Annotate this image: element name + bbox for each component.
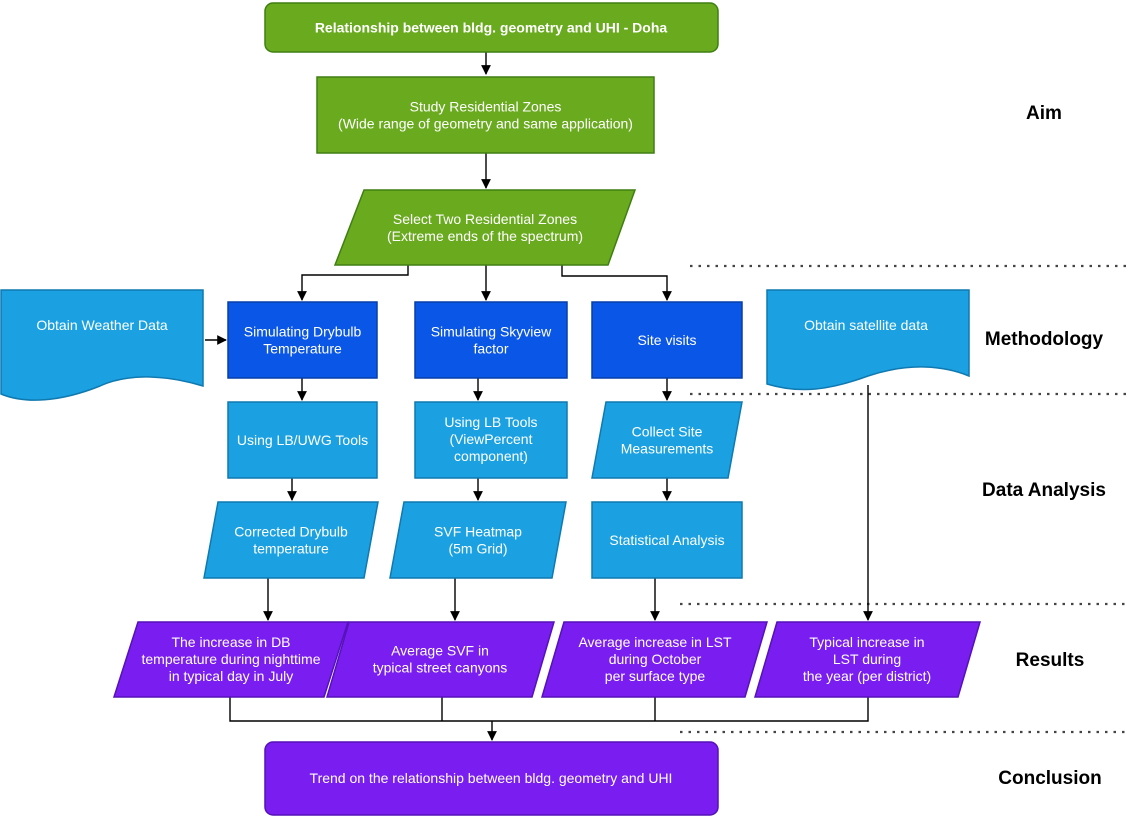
node-text-line: (Wide range of geometry and same applica… — [338, 116, 633, 132]
node-text-line: temperature — [253, 541, 329, 557]
node-text-line: Simulating Drybulb — [244, 324, 362, 340]
node-text-line: Using LB/UWG Tools — [237, 432, 368, 448]
avg-lst-node — [540, 621, 769, 698]
edge-select-to-drybulb — [297, 265, 409, 301]
study-zones-text: Study Residential Zones(Wide range of ge… — [338, 99, 633, 132]
node-text-line: Trend on the relationship between bldg. … — [310, 770, 673, 786]
edge-select-to-site — [561, 265, 672, 301]
statistical-analysis-node — [591, 501, 743, 579]
node-text-line: typical street canyons — [373, 660, 508, 676]
sim-skyview-node — [414, 301, 568, 379]
node-text-line: LST during — [833, 651, 901, 667]
svf-heatmap-text: SVF Heatmap(5m Grid) — [434, 524, 522, 557]
stage-label-methodology: Methodology — [985, 329, 1104, 350]
node-text-line: temperature during nighttime — [142, 651, 321, 667]
select-zones-text: Select Two Residential Zones(Extreme end… — [387, 211, 583, 244]
node-text-line: SVF Heatmap — [434, 524, 522, 540]
node-text-line: Collect Site — [632, 424, 703, 440]
nodes: Relationship between bldg. geometry and … — [0, 2, 982, 816]
edges — [205, 52, 873, 741]
node-text-line: The increase in DB — [171, 634, 290, 650]
node-text-line: Using LB Tools — [444, 414, 537, 430]
node-text-line: Corrected Drybulb — [234, 524, 348, 540]
node-text-line: Measurements — [621, 441, 714, 457]
stage-label-results: Results — [1016, 650, 1085, 671]
node-text-line: Obtain Weather Data — [36, 317, 167, 333]
node-text-line: Select Two Residential Zones — [393, 211, 577, 227]
stage-dividers — [680, 264, 1130, 734]
node-text-line: (5m Grid) — [448, 541, 507, 557]
node-text-line: Site visits — [637, 332, 696, 348]
node-text-line: component) — [454, 448, 528, 464]
lb-tools-node — [414, 401, 568, 479]
select-zones-node — [333, 189, 637, 266]
study-zones-node — [316, 76, 655, 154]
node-text-line: Average SVF in — [391, 643, 489, 659]
node-text-line: factor — [473, 341, 508, 357]
stage-label-data-analysis: Data Analysis — [982, 480, 1106, 501]
stage-label-aim: Aim — [1026, 103, 1062, 124]
db-increase-node — [112, 621, 350, 698]
node-text-line: per surface type — [605, 668, 706, 684]
title-text: Relationship between bldg. geometry and … — [315, 20, 668, 36]
lb-uwg-tools-node — [227, 401, 378, 479]
typical-lst-node — [753, 621, 982, 698]
node-text-line: Average increase in LST — [578, 634, 731, 650]
edge-results-join — [229, 697, 869, 722]
node-text-line: (ViewPercent — [449, 431, 532, 447]
node-text-line: (Extreme ends of the spectrum) — [387, 228, 583, 244]
node-text-line: the year (per district) — [803, 668, 931, 684]
node-text-line: Simulating Skyview — [431, 324, 552, 340]
statistical-analysis-text: Statistical Analysis — [609, 532, 724, 548]
avg-svf-node — [325, 621, 556, 698]
stage-label-conclusion: Conclusion — [998, 768, 1101, 789]
conclusion-node — [264, 741, 719, 816]
corrected-drybulb-node — [203, 501, 379, 579]
conclusion-text: Trend on the relationship between bldg. … — [310, 770, 673, 786]
stage-labels: Aim Methodology Data Analysis Results Co… — [982, 103, 1106, 789]
svf-heatmap-node — [389, 501, 567, 579]
sim-drybulb-node — [227, 301, 378, 379]
weather-data-node — [0, 289, 204, 401]
site-visits-node — [591, 301, 743, 379]
lb-uwg-tools-text: Using LB/UWG Tools — [237, 432, 368, 448]
collect-site-node — [591, 401, 743, 479]
site-visits-text: Site visits — [637, 332, 696, 348]
node-text-line: Statistical Analysis — [609, 532, 724, 548]
node-text-line: during October — [609, 651, 702, 667]
node-text-line: Typical increase in — [809, 634, 924, 650]
satellite-data-node — [766, 289, 970, 391]
node-text-line: in typical day in July — [169, 668, 294, 684]
node-text-line: Temperature — [263, 341, 342, 357]
title-node — [264, 2, 719, 53]
node-text-line: Relationship between bldg. geometry and … — [315, 20, 668, 36]
node-text-line: Study Residential Zones — [410, 99, 562, 115]
satellite-data-text: Obtain satellite data — [804, 317, 928, 333]
weather-data-text: Obtain Weather Data — [36, 317, 167, 333]
node-text-line: Obtain satellite data — [804, 317, 928, 333]
